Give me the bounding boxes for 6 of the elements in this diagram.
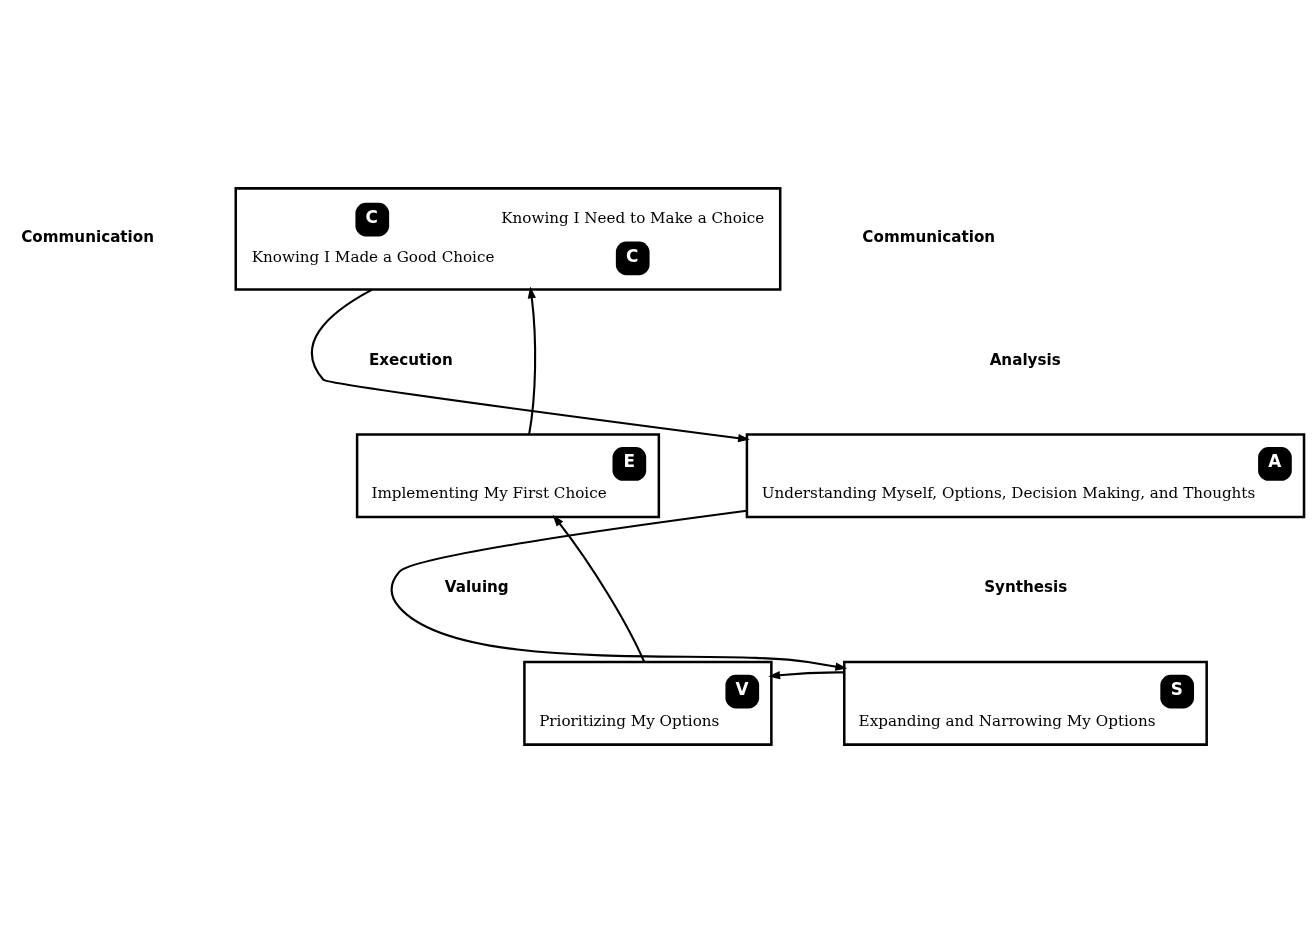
label: Communication <box>862 227 996 246</box>
label: Analysis <box>989 350 1061 369</box>
label: Valuing <box>444 577 509 596</box>
label: Synthesis <box>984 577 1068 596</box>
label: Execution <box>368 350 453 369</box>
label: Communication <box>21 227 155 246</box>
